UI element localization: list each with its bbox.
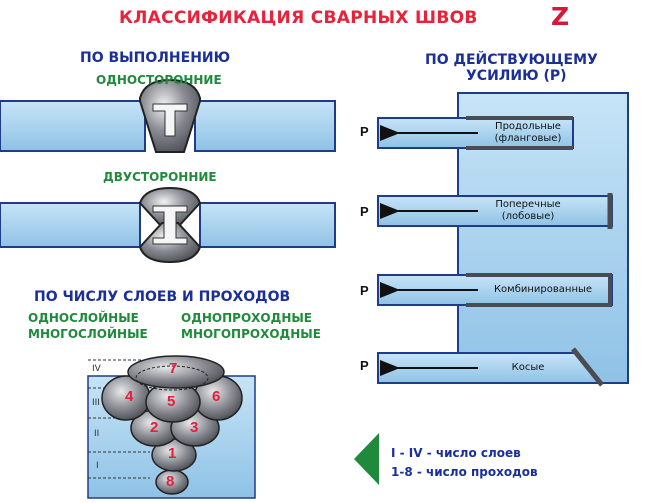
plate-right — [199, 202, 336, 248]
weld-type-line: (фланговые) — [494, 133, 562, 144]
two-sided-label: ДВУСТОРОННИЕ — [103, 170, 217, 184]
plate-right — [194, 100, 336, 152]
plate-left — [0, 100, 146, 152]
plate-left — [0, 202, 141, 248]
single-pass-label: ОДНОПРОХОДНЫЕ — [181, 311, 312, 325]
pass-number: 3 — [190, 419, 199, 436]
execution-heading: ПО ВЫПОЛНЕНИЮ — [80, 50, 231, 66]
weld-type-label: Поперечные (лобовые) — [478, 199, 578, 223]
pass-number: 4 — [125, 388, 134, 405]
transverse-weld-diagram — [377, 193, 613, 229]
weld-type-label: Комбинированные — [478, 284, 608, 296]
multi-layer-label: МНОГОСЛОЙНЫЕ — [28, 327, 148, 341]
combined-weld-diagram — [377, 273, 613, 307]
two-sided-weld-diagram — [0, 186, 336, 264]
force-p-label: Р — [360, 124, 369, 139]
oblique-weld-diagram — [377, 347, 604, 387]
weld-type-line: (лобовые) — [501, 211, 555, 222]
layers-heading: ПО ЧИСЛУ СЛОЕВ И ПРОХОДОВ — [34, 289, 291, 305]
layer-number: I — [96, 461, 99, 471]
force-p-label: Р — [360, 204, 369, 219]
layer-number: IV — [92, 364, 101, 374]
pass-number: 5 — [167, 393, 176, 410]
force-p-label: Р — [360, 358, 369, 373]
multi-pass-label: МНОГОПРОХОДНЫЕ — [181, 327, 321, 341]
one-sided-label: ОДНОСТОРОННИЕ — [96, 73, 222, 87]
layer-number: III — [92, 398, 100, 408]
weld-type-line: Косые — [511, 362, 545, 373]
weld-type-label: Косые — [478, 362, 578, 374]
layer-number: II — [94, 429, 100, 439]
corner-mark: Z — [551, 2, 570, 31]
one-sided-weld-diagram — [0, 78, 336, 153]
pass-number: 1 — [168, 445, 177, 462]
pass-number: 2 — [150, 419, 159, 436]
pass-number: 8 — [166, 473, 175, 490]
single-layer-label: ОДНОСЛОЙНЫЕ — [28, 311, 139, 325]
legend-layers: I - IV - число слоев — [391, 446, 521, 460]
legend-arrow — [354, 433, 379, 485]
weld-type-line: Поперечные — [495, 199, 561, 210]
force-heading-line1: ПО ДЕЙСТВУЮЩЕМУ — [425, 52, 598, 68]
weld-type-line: Продольные — [495, 121, 561, 132]
pass-number: 7 — [169, 360, 178, 377]
weld-type-label: Продольные (фланговые) — [478, 121, 578, 145]
force-heading-line2: УСИЛИЮ (Р) — [466, 68, 567, 84]
longitudinal-weld-diagram — [377, 116, 574, 150]
pass-bead — [127, 355, 225, 389]
weld-type-line: Комбинированные — [493, 284, 593, 295]
legend-passes: 1-8 - число проходов — [391, 465, 538, 479]
page-title: КЛАССИФИКАЦИЯ СВАРНЫХ ШВОВ — [119, 8, 478, 28]
force-p-label: Р — [360, 283, 369, 298]
pass-number: 6 — [212, 388, 221, 405]
multi-pass-weld-diagram — [87, 355, 256, 499]
